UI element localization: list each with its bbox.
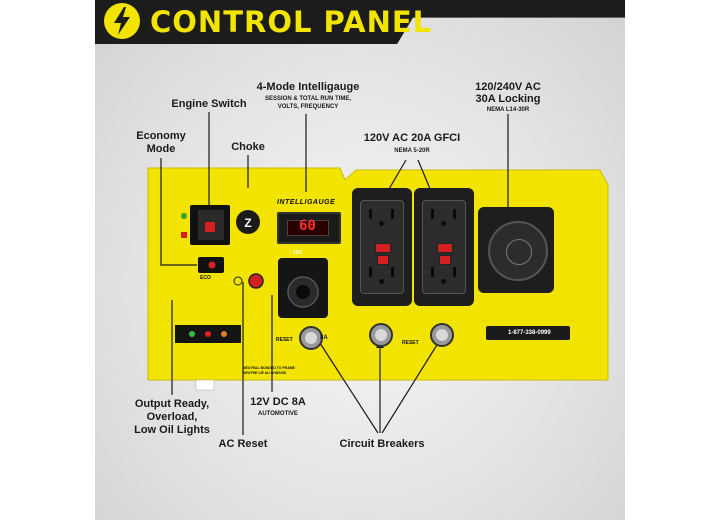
output-ready-light	[189, 331, 195, 337]
economy-mode-label-1: Economy	[136, 130, 186, 142]
overload-light	[205, 331, 211, 337]
dc-label: 12V	[293, 250, 302, 256]
locking-receptacle[interactable]	[478, 207, 554, 293]
intelligauge-sub1: SESSION & TOTAL RUN TIME,	[264, 96, 351, 102]
intelligauge-display: 60	[277, 212, 341, 244]
page-title: CONTROL PANEL	[150, 5, 433, 39]
intelligauge-brand: INTELLIGAUGE	[277, 199, 336, 206]
neutral-bond-text-fr: NEUTRE LIÉ AU CHÂSSIS	[243, 371, 287, 375]
leader-lines	[160, 112, 509, 435]
economy-mode-label-2: Mode	[146, 143, 176, 155]
intelligauge-label: 4-Mode Intelligauge	[256, 81, 360, 93]
lights-label-3: Low Oil Lights	[134, 424, 210, 436]
neutral-bond-text: NEUTRAL BONDED TO FRAME	[243, 366, 295, 370]
eco-switch-indicator	[208, 261, 216, 269]
dc-label-callout: 12V DC 8A	[250, 396, 306, 408]
locking-label-2: 30A Locking	[475, 93, 541, 105]
engine-switch-red-dot	[205, 222, 215, 232]
gfci-receptacle-right[interactable]	[414, 188, 474, 306]
locking-sub: NEMA L14-30R	[486, 107, 530, 113]
run-icon	[181, 213, 187, 219]
locking-label-1: 120/240V AC	[475, 81, 541, 93]
lightning-bolt-icon	[104, 3, 140, 39]
ac-reset-button	[248, 273, 264, 289]
breaker-8a-label: 8A	[320, 335, 328, 341]
low-oil-light	[221, 331, 227, 337]
gfci-receptacle-left[interactable]	[352, 188, 412, 306]
eco-label: ECO	[200, 275, 211, 281]
phone-number: 1-877-338-0999	[508, 330, 551, 336]
lights-label-1: Output Ready,	[134, 398, 210, 410]
reset-label-right: RESET	[402, 340, 419, 346]
stop-icon	[181, 232, 187, 238]
ac-reset-label: AC Reset	[218, 438, 268, 450]
reset-label-left: RESET	[276, 337, 293, 343]
gfci-sub: NEMA 5-20R	[394, 148, 430, 154]
dc-sub: AUTOMOTIVE	[258, 411, 298, 417]
lights-label-2: Overload,	[146, 411, 198, 423]
intelligauge-sub2: VOLTS, FREQUENCY	[277, 104, 339, 110]
choke-label: Choke	[231, 141, 265, 153]
display-readout: 60	[299, 218, 316, 234]
choke-knob	[236, 210, 260, 234]
gfci-label: 120V AC 20A GFCI	[363, 132, 461, 144]
phone-badge	[486, 326, 570, 340]
choke-symbol: Z	[244, 216, 251, 230]
circuit-breakers-label: Circuit Breakers	[339, 438, 425, 450]
engine-switch-label: Engine Switch	[171, 98, 247, 110]
